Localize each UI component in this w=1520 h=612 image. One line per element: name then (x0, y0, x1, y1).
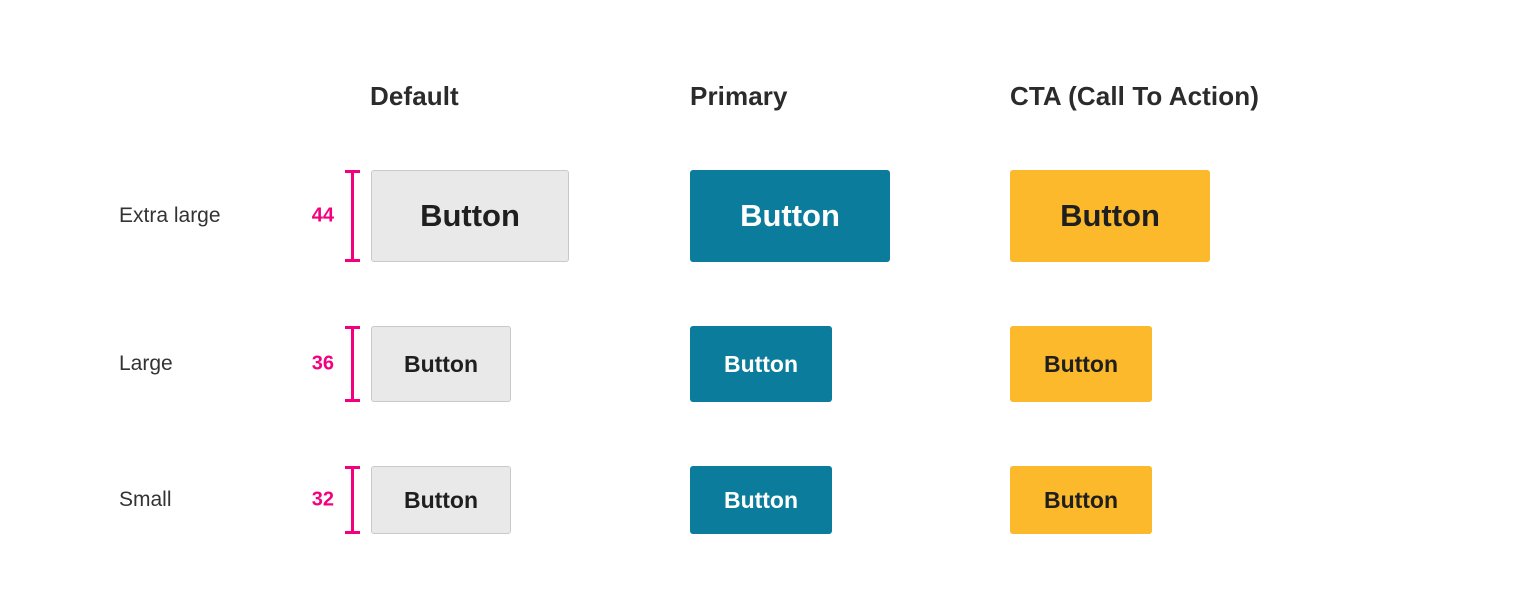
row-label-small: Small (119, 488, 172, 511)
measure-value-large: 36 (311, 352, 334, 375)
column-header-default: Default (370, 81, 459, 111)
button-primary-small[interactable]: Button (690, 466, 832, 534)
measure-value-small: 32 (311, 488, 334, 511)
column-header-cta: CTA (Call To Action) (1010, 81, 1259, 111)
column-header-primary: Primary (690, 81, 788, 111)
measure-bar-small (345, 466, 360, 534)
button-primary-large[interactable]: Button (690, 326, 832, 402)
measure-cap-bottom-icon (345, 259, 360, 262)
measure-bar-extra-large (345, 170, 360, 262)
measure-stem-icon (351, 326, 354, 402)
row-label-large: Large (119, 352, 173, 375)
button-cta-large[interactable]: Button (1010, 326, 1152, 402)
button-default-large[interactable]: Button (371, 326, 511, 402)
button-cta-extra-large[interactable]: Button (1010, 170, 1210, 262)
measure-bar-large (345, 326, 360, 402)
measure-cap-bottom-icon (345, 399, 360, 402)
measure-stem-icon (351, 170, 354, 262)
button-default-small[interactable]: Button (371, 466, 511, 534)
button-default-extra-large[interactable]: Button (371, 170, 569, 262)
measure-cap-bottom-icon (345, 531, 360, 534)
measure-value-extra-large: 44 (311, 204, 334, 227)
measure-stem-icon (351, 466, 354, 534)
row-label-extra-large: Extra large (119, 204, 221, 227)
button-cta-small[interactable]: Button (1010, 466, 1152, 534)
button-primary-extra-large[interactable]: Button (690, 170, 890, 262)
